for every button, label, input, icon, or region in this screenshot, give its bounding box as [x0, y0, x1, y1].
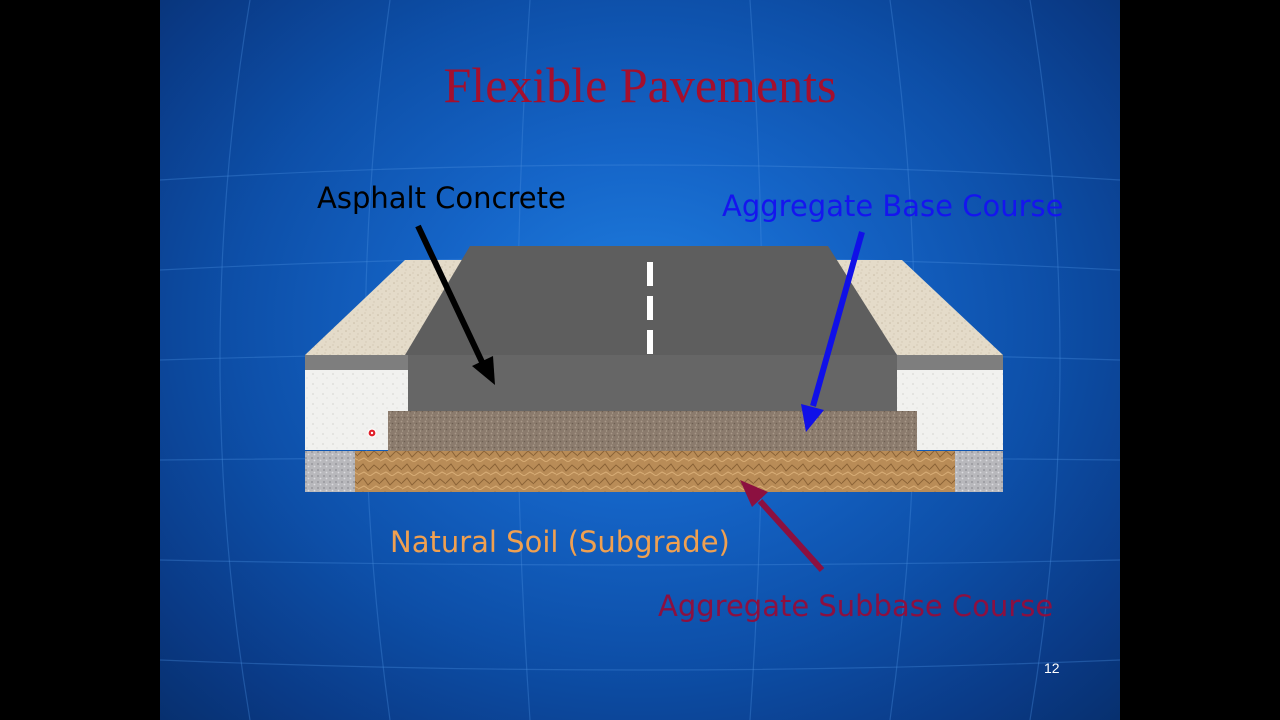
aggregate-subbase-course-label: Aggregate Subbase Course [658, 589, 1054, 623]
asphalt-concrete-arrow [415, 224, 495, 385]
aggregate-base-course-label: Aggregate Base Course [722, 189, 1064, 223]
centerline-dash [647, 296, 653, 320]
asphalt-concrete-label: Asphalt Concrete [317, 181, 566, 215]
left-shoulder-surface [305, 260, 480, 355]
background-globe-lines [160, 0, 1120, 720]
centerline-dash [647, 262, 653, 286]
natural-soil-label: Natural Soil (Subgrade) [390, 525, 730, 559]
aggregate-subbase-arrow [740, 480, 825, 573]
slide-title: Flexible Pavements [443, 57, 837, 113]
presentation-slide: Flexible Pavements [160, 0, 1120, 720]
centerline-dash [647, 330, 653, 354]
aggregate-base-layer [388, 411, 917, 451]
pavement-cross-section-diagram [305, 224, 1003, 573]
slide-page-number: 12 [1044, 660, 1060, 676]
laser-pointer-icon [367, 428, 377, 438]
right-subbase-edge [955, 451, 1003, 492]
left-subbase-edge [305, 451, 355, 492]
right-shoulder-surface [828, 260, 1003, 355]
aggregate-base-arrow [801, 231, 865, 432]
aggregate-subbase-layer [355, 451, 955, 492]
